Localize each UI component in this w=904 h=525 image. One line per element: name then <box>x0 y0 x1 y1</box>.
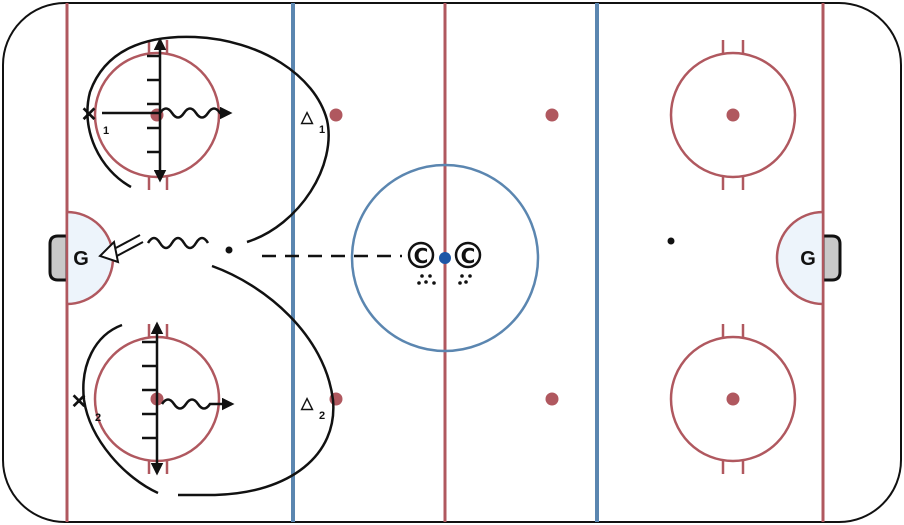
svg-text:△: △ <box>300 395 314 412</box>
left-goalie-label: G <box>73 248 89 270</box>
defender-triangle-1: △ 1 <box>300 109 325 136</box>
bottom-skate-path-inner <box>82 323 159 495</box>
svg-text:1: 1 <box>103 125 109 137</box>
svg-text:2: 2 <box>95 412 101 424</box>
center-player-right: C <box>454 241 482 269</box>
pass-arrow-line-b <box>114 241 144 258</box>
faceoff-circle-bottom-right <box>669 324 797 474</box>
neutral-dot-top-right <box>545 108 559 122</box>
svg-text:C: C <box>461 244 476 268</box>
defender-triangle-2: △ 2 <box>300 395 325 422</box>
svg-text:△: △ <box>300 109 314 126</box>
left-goal-net <box>48 234 69 282</box>
svg-text:C: C <box>414 244 429 268</box>
center-faceoff-dot <box>439 252 451 264</box>
svg-text:✕: ✕ <box>81 104 98 126</box>
bottom-stickhandle-wave <box>160 397 235 411</box>
center-player-left: C <box>407 241 435 269</box>
top-skate-path <box>86 35 330 244</box>
right-goal-net <box>821 234 842 282</box>
puck-icon <box>225 246 233 254</box>
puck-pile-left <box>417 274 436 285</box>
neutral-dot-bottom-right <box>545 392 559 406</box>
svg-text:✕: ✕ <box>71 391 88 413</box>
top-stickhandle-wave <box>158 106 233 120</box>
faceoff-dot-top-right <box>726 108 740 122</box>
neutral-dot-top-left <box>329 108 343 122</box>
top-backward-tick-marks <box>147 54 160 154</box>
faceoff-circle-top-right <box>669 40 797 190</box>
double-arrow-icon <box>98 239 120 264</box>
svg-text:2: 2 <box>319 410 325 422</box>
faceoff-dot-bottom-right <box>726 392 740 406</box>
skater-x2: ✕ 2 <box>71 391 101 424</box>
right-crease <box>775 210 825 306</box>
skater-x1: ✕ 1 <box>81 104 109 137</box>
center-circle <box>350 163 540 353</box>
puck-icon <box>667 237 675 245</box>
puck-pile-right <box>458 274 472 285</box>
middle-stickhandle-wave <box>146 236 210 250</box>
drill-diagram <box>82 35 402 497</box>
bottom-backward-tick-marks <box>142 340 157 440</box>
bottom-skate-path <box>178 264 335 497</box>
svg-text:1: 1 <box>319 124 325 136</box>
right-goalie-label: G <box>800 248 816 270</box>
pass-arrow-line-a <box>111 234 141 251</box>
